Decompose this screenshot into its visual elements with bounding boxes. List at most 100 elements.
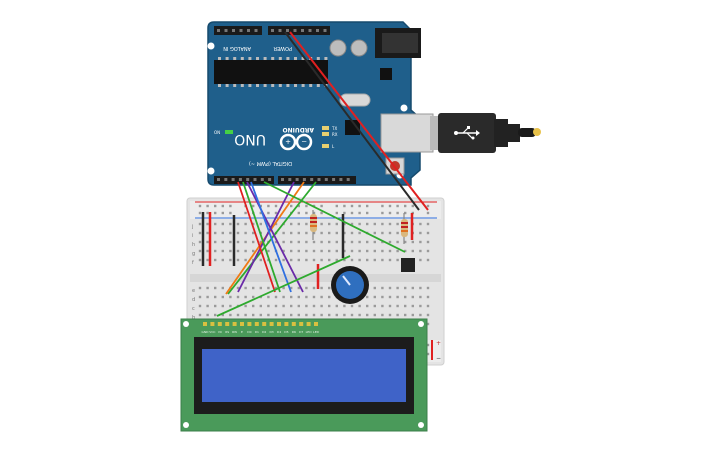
rail-hole[interactable]: [229, 204, 232, 208]
lcd-pin-d1[interactable]: [254, 322, 259, 326]
breadboard-hole[interactable]: [419, 240, 422, 244]
breadboard-hole[interactable]: [404, 295, 407, 299]
breadboard-hole[interactable]: [373, 249, 376, 253]
breadboard-hole[interactable]: [335, 240, 338, 244]
power-pin[interactable]: [293, 29, 297, 32]
breadboard-hole[interactable]: [312, 240, 316, 244]
breadboard-hole[interactable]: [328, 231, 331, 235]
rail-hole[interactable]: [305, 211, 308, 215]
breadboard-hole[interactable]: [350, 240, 354, 244]
breadboard-hole[interactable]: [381, 231, 384, 235]
breadboard-hole[interactable]: [343, 231, 346, 235]
breadboard-hole[interactable]: [358, 304, 361, 308]
breadboard-hole[interactable]: [373, 313, 376, 317]
rail-hole[interactable]: [267, 211, 270, 215]
breadboard-hole[interactable]: [252, 295, 255, 299]
breadboard-hole[interactable]: [206, 304, 209, 308]
breadboard-hole[interactable]: [388, 231, 392, 235]
digital-header-low[interactable]: [214, 176, 274, 184]
breadboard-hole[interactable]: [305, 295, 308, 299]
breadboard-hole[interactable]: [373, 240, 376, 244]
rail-hole[interactable]: [404, 211, 407, 215]
breadboard-hole[interactable]: [335, 258, 338, 262]
breadboard-hole[interactable]: [214, 304, 217, 308]
breadboard-hole[interactable]: [358, 240, 361, 244]
resistor-2[interactable]: [401, 213, 408, 244]
digital-pin[interactable]: [317, 178, 321, 181]
breadboard-hole[interactable]: [267, 286, 270, 290]
lcd-pin-d3[interactable]: [269, 322, 274, 326]
rail-hole[interactable]: [366, 204, 369, 208]
rail-hole[interactable]: [206, 211, 209, 215]
breadboard-hole[interactable]: [221, 231, 224, 235]
rail-hole[interactable]: [274, 204, 278, 208]
wire-blue-d4[interactable]: [250, 181, 292, 293]
breadboard-hole[interactable]: [320, 286, 323, 290]
breadboard-hole[interactable]: [214, 286, 217, 290]
breadboard-hole[interactable]: [229, 295, 232, 299]
lcd-pin-rw[interactable]: [232, 322, 237, 326]
breadboard-hole[interactable]: [221, 304, 224, 308]
rail-hole[interactable]: [320, 204, 323, 208]
lcd-pin-d7[interactable]: [299, 322, 304, 326]
breadboard-hole[interactable]: [198, 249, 202, 253]
breadboard-hole[interactable]: [244, 240, 247, 244]
breadboard-hole[interactable]: [259, 258, 262, 262]
wire-green-d3[interactable]: [242, 181, 281, 293]
breadboard-hole[interactable]: [290, 240, 293, 244]
rail-hole[interactable]: [350, 204, 354, 208]
breadboard-hole[interactable]: [229, 240, 232, 244]
wire-green-sensor[interactable]: [263, 181, 406, 253]
breadboard-hole[interactable]: [366, 249, 369, 253]
rail-hole[interactable]: [305, 204, 308, 208]
wires[interactable]: [216, 31, 429, 317]
breadboard-hole[interactable]: [411, 304, 414, 308]
breadboard-hole[interactable]: [396, 286, 399, 290]
breadboard-hole[interactable]: [297, 313, 300, 317]
breadboard-hole[interactable]: [312, 313, 316, 317]
breadboard-hole[interactable]: [328, 249, 331, 253]
breadboard-hole[interactable]: [214, 295, 217, 299]
breadboard-hole[interactable]: [214, 258, 217, 262]
breadboard-hole[interactable]: [267, 304, 270, 308]
rail-hole[interactable]: [426, 204, 430, 208]
rail-hole[interactable]: [343, 211, 346, 215]
rail-hole[interactable]: [388, 211, 392, 215]
digital-pin[interactable]: [281, 178, 284, 181]
breadboard-hole[interactable]: [426, 249, 430, 253]
breadboard-hole[interactable]: [343, 313, 346, 317]
breadboard-hole[interactable]: [312, 304, 316, 308]
breadboard-hole[interactable]: [320, 249, 323, 253]
rail-hole[interactable]: [206, 204, 209, 208]
power-pin[interactable]: [301, 29, 304, 32]
breadboard-hole[interactable]: [419, 258, 422, 262]
breadboard-hole[interactable]: [320, 231, 323, 235]
breadboard-hole[interactable]: [221, 295, 224, 299]
breadboard-hole[interactable]: [305, 313, 308, 317]
breadboard-hole[interactable]: [388, 313, 392, 317]
lcd-pin-gnd[interactable]: [203, 322, 207, 326]
breadboard-hole[interactable]: [206, 231, 209, 235]
breadboard-hole[interactable]: [252, 222, 255, 226]
breadboard-hole[interactable]: [396, 295, 399, 299]
breadboard-hole[interactable]: [320, 240, 323, 244]
digital-pin[interactable]: [231, 178, 235, 181]
digital-pin[interactable]: [288, 178, 292, 181]
rail-hole[interactable]: [426, 211, 430, 215]
wire-red-5v[interactable]: [289, 31, 429, 211]
rail-hole[interactable]: [335, 211, 338, 215]
breadboard-hole[interactable]: [290, 313, 293, 317]
breadboard-hole[interactable]: [282, 313, 285, 317]
rail-hole[interactable]: [198, 211, 202, 215]
breadboard-hole[interactable]: [282, 231, 285, 235]
arduino-uno-board[interactable]: L TX RX ON − + ARDUINO UNO POWER ANALOG …: [207, 21, 434, 186]
breadboard-hole[interactable]: [388, 304, 392, 308]
breadboard-hole[interactable]: [419, 231, 422, 235]
power-pin[interactable]: [308, 29, 312, 32]
breadboard-hole[interactable]: [297, 222, 300, 226]
sensor-chip[interactable]: [401, 258, 415, 272]
breadboard-hole[interactable]: [206, 295, 209, 299]
breadboard-hole[interactable]: [229, 304, 232, 308]
lcd-pin-e[interactable]: [240, 322, 244, 326]
